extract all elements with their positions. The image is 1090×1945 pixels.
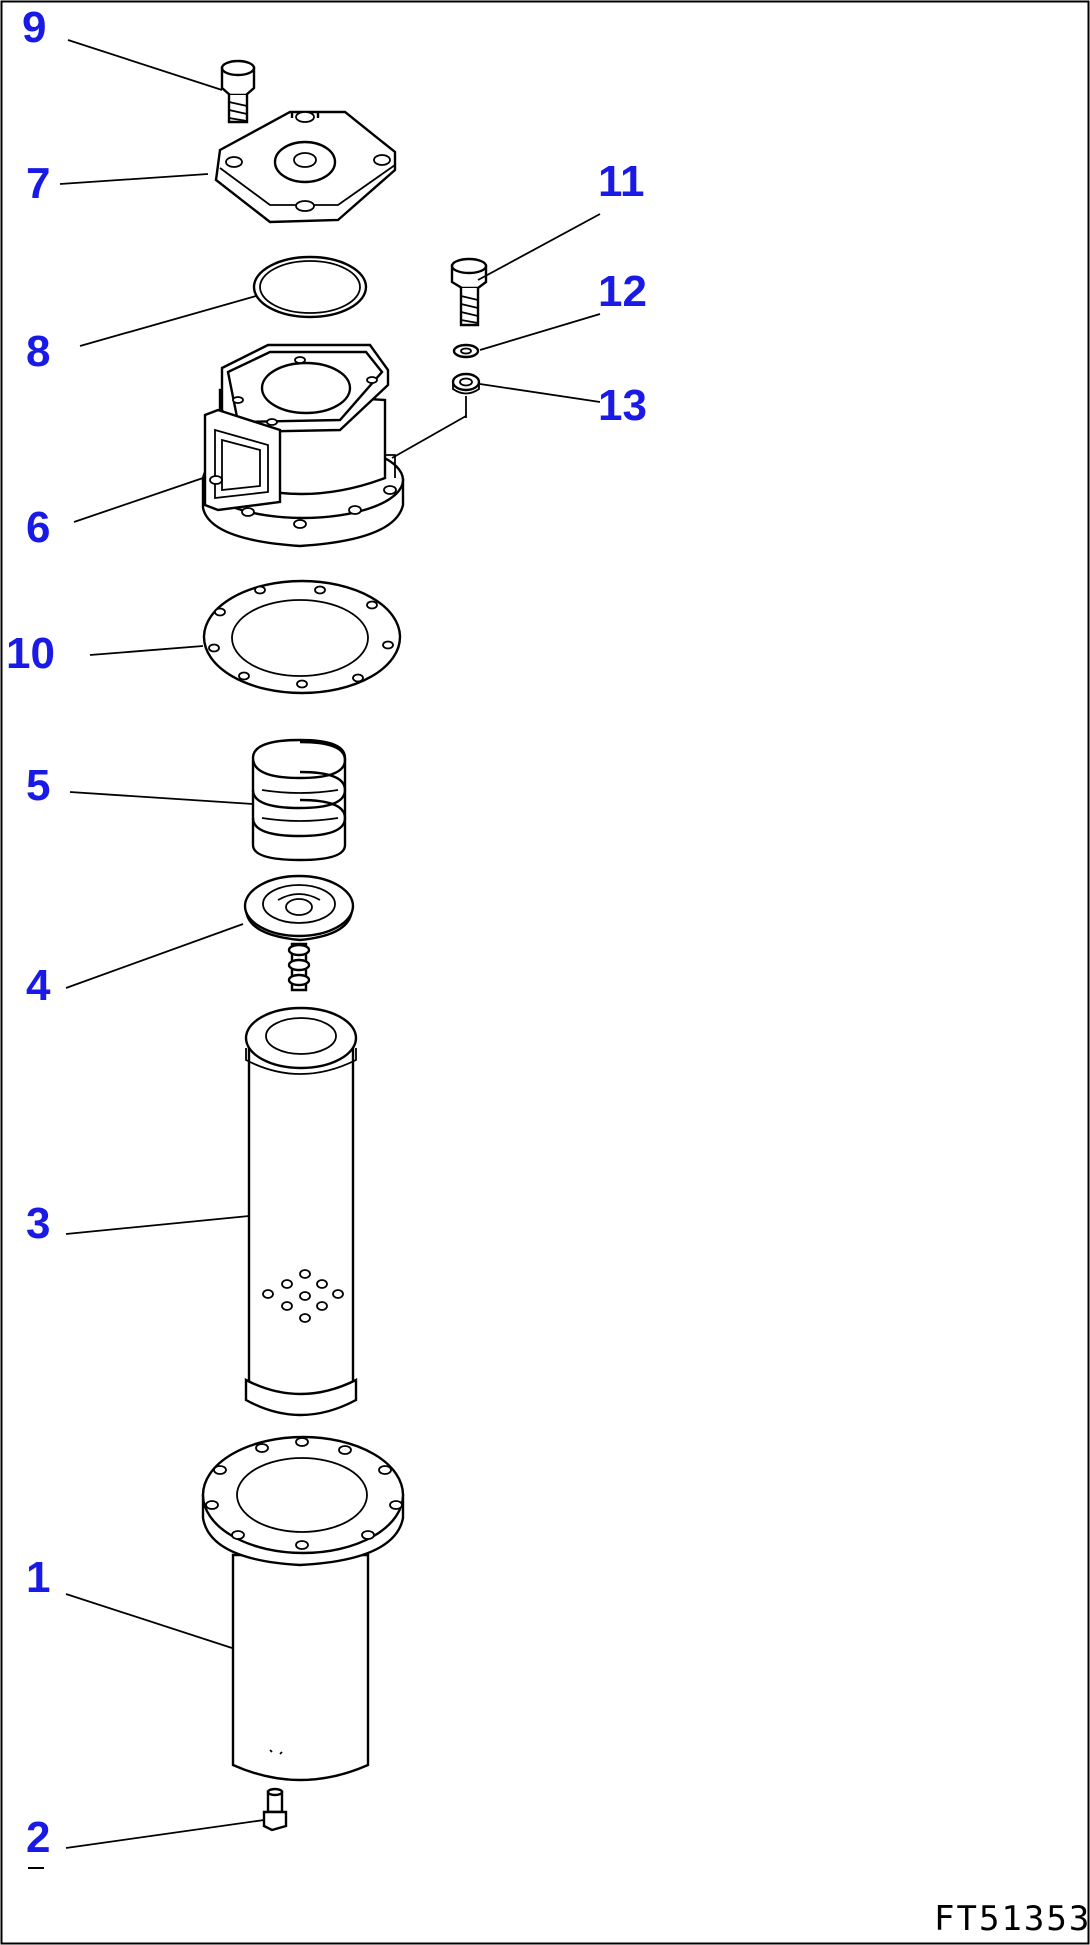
leader-line-3 xyxy=(65,1215,250,1235)
part-12-spring-washer xyxy=(452,343,480,359)
part-11-bolt xyxy=(450,257,488,327)
part-2-drain-plug xyxy=(262,1787,288,1832)
part-4-valve-seat xyxy=(243,874,355,992)
callout-11: 11 xyxy=(598,157,645,206)
leader-lines xyxy=(59,39,601,1849)
callout-3: 3 xyxy=(26,1199,50,1248)
callout-1: 1 xyxy=(26,1553,50,1602)
part-7-cover xyxy=(214,110,397,224)
part-10-gasket xyxy=(202,579,402,695)
part-9-bolt xyxy=(220,59,256,124)
leader-line-6 xyxy=(73,477,204,523)
leader-line-12 xyxy=(479,313,601,351)
callout-5: 5 xyxy=(26,761,50,810)
callout-4: 4 xyxy=(26,961,51,1010)
leader-line-2 xyxy=(65,1819,265,1849)
callout-9: 9 xyxy=(22,3,46,52)
part-13-washer xyxy=(451,372,481,395)
leader-line-1 xyxy=(65,1593,233,1649)
leader-line-13-to-hole xyxy=(391,415,467,459)
part-1-filter-case xyxy=(201,1435,405,1782)
callout-13: 13 xyxy=(598,381,647,430)
callout-labels: 9 7 11 12 8 13 6 10 5 4 3 1 2 xyxy=(6,3,647,1862)
leader-line-4 xyxy=(65,923,244,989)
leader-line-8 xyxy=(79,295,257,347)
drawing-code: FT51353 xyxy=(934,1899,1090,1939)
callout-10: 10 xyxy=(6,629,55,678)
callout-6: 6 xyxy=(26,503,50,552)
leader-line-7 xyxy=(59,173,209,185)
callout-12: 12 xyxy=(598,267,647,316)
callout-8: 8 xyxy=(26,327,50,376)
leader-line-13 xyxy=(479,383,601,403)
part-5-spring xyxy=(251,738,347,862)
part-8-o-ring xyxy=(252,255,368,319)
leader-line-10 xyxy=(89,645,204,656)
leader-line-9 xyxy=(67,39,223,91)
callout-2: 2 xyxy=(26,1813,50,1862)
leader-line-5 xyxy=(69,791,254,805)
part-6-housing xyxy=(201,343,405,548)
part-3-filter-element xyxy=(244,1006,358,1417)
callout-7: 7 xyxy=(26,159,50,208)
leader-line-11 xyxy=(477,213,601,281)
